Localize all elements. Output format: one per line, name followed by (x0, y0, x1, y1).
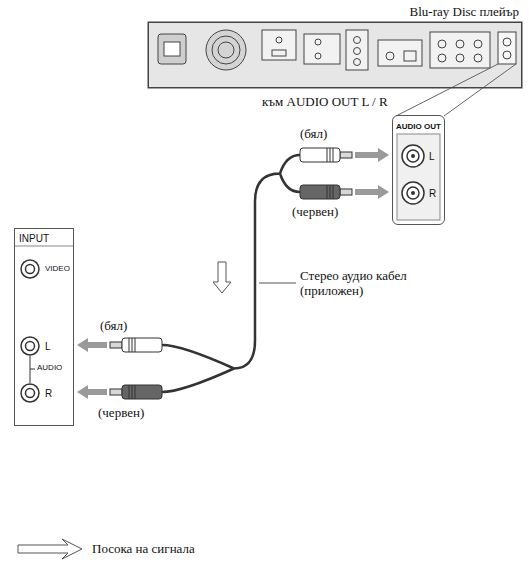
jack-group-label: AUDIO (37, 362, 62, 373)
player-rear-panel (148, 22, 522, 88)
legend-sample (18, 539, 82, 559)
tv-input-panel: INPUT VIDEO L AUDIO R (14, 228, 74, 426)
legend-text: Посока на сигнала (92, 541, 195, 556)
color-note: (червен) (98, 405, 144, 420)
panel-heading: INPUT (19, 232, 49, 245)
panel-jacks (393, 116, 446, 226)
signal-direction-arrow (213, 262, 231, 293)
audio-out-panel: AUDIO OUT L R (392, 115, 445, 225)
callout-lines (396, 64, 516, 116)
color-note: (бял) (100, 318, 127, 333)
color-note: (червен) (292, 204, 338, 219)
cable-label: Стерео аудио кабел (приложен) (300, 268, 428, 298)
leader-line (259, 283, 296, 284)
jack-label: R (429, 187, 436, 200)
device-name: Blu-ray Disc плейър (410, 4, 519, 20)
color-note: (бял) (300, 126, 327, 141)
jack-label: VIDEO (45, 263, 70, 274)
jack-label: L (45, 340, 51, 353)
jack-label: R (45, 387, 52, 400)
player-body: Blu-ray Disc плейър (148, 22, 522, 88)
connection-note: към AUDIO OUT L / R (262, 94, 388, 109)
jack-label: L (429, 150, 435, 163)
panel-heading: AUDIO OUT (396, 121, 441, 132)
